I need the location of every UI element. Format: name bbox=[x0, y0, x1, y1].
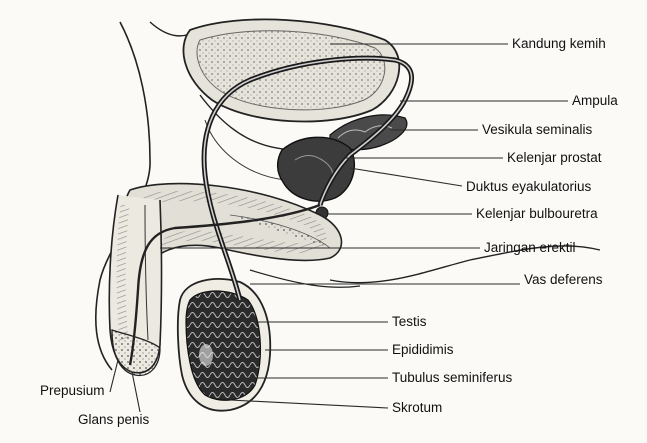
label-duktus-eyakulatorius: Duktus eyakulatorius bbox=[466, 179, 591, 195]
penis bbox=[109, 195, 161, 375]
label-ampula: Ampula bbox=[572, 93, 618, 109]
label-skrotum: Skrotum bbox=[392, 400, 442, 416]
testis-body bbox=[186, 291, 260, 400]
label-kandung-kemih: Kandung kemih bbox=[512, 36, 606, 52]
label-kelenjar-prostat: Kelenjar prostat bbox=[507, 150, 602, 166]
label-kelenjar-bulbouretra: Kelenjar bulbouretra bbox=[476, 206, 598, 222]
scrotum bbox=[178, 279, 270, 411]
label-vas-deferens: Vas deferens bbox=[524, 272, 603, 288]
label-testis: Testis bbox=[392, 314, 427, 330]
label-vesikula-seminalis: Vesikula seminalis bbox=[482, 122, 592, 138]
prostate bbox=[278, 137, 355, 201]
label-glans-penis: Glans penis bbox=[78, 412, 149, 428]
label-jaringan-erektil: Jaringan erektil bbox=[484, 240, 576, 256]
label-prepusium: Prepusium bbox=[40, 383, 105, 399]
label-tubulus-seminiferus: Tubulus seminiferus bbox=[392, 370, 512, 386]
label-epididimis: Epididimis bbox=[392, 342, 454, 358]
